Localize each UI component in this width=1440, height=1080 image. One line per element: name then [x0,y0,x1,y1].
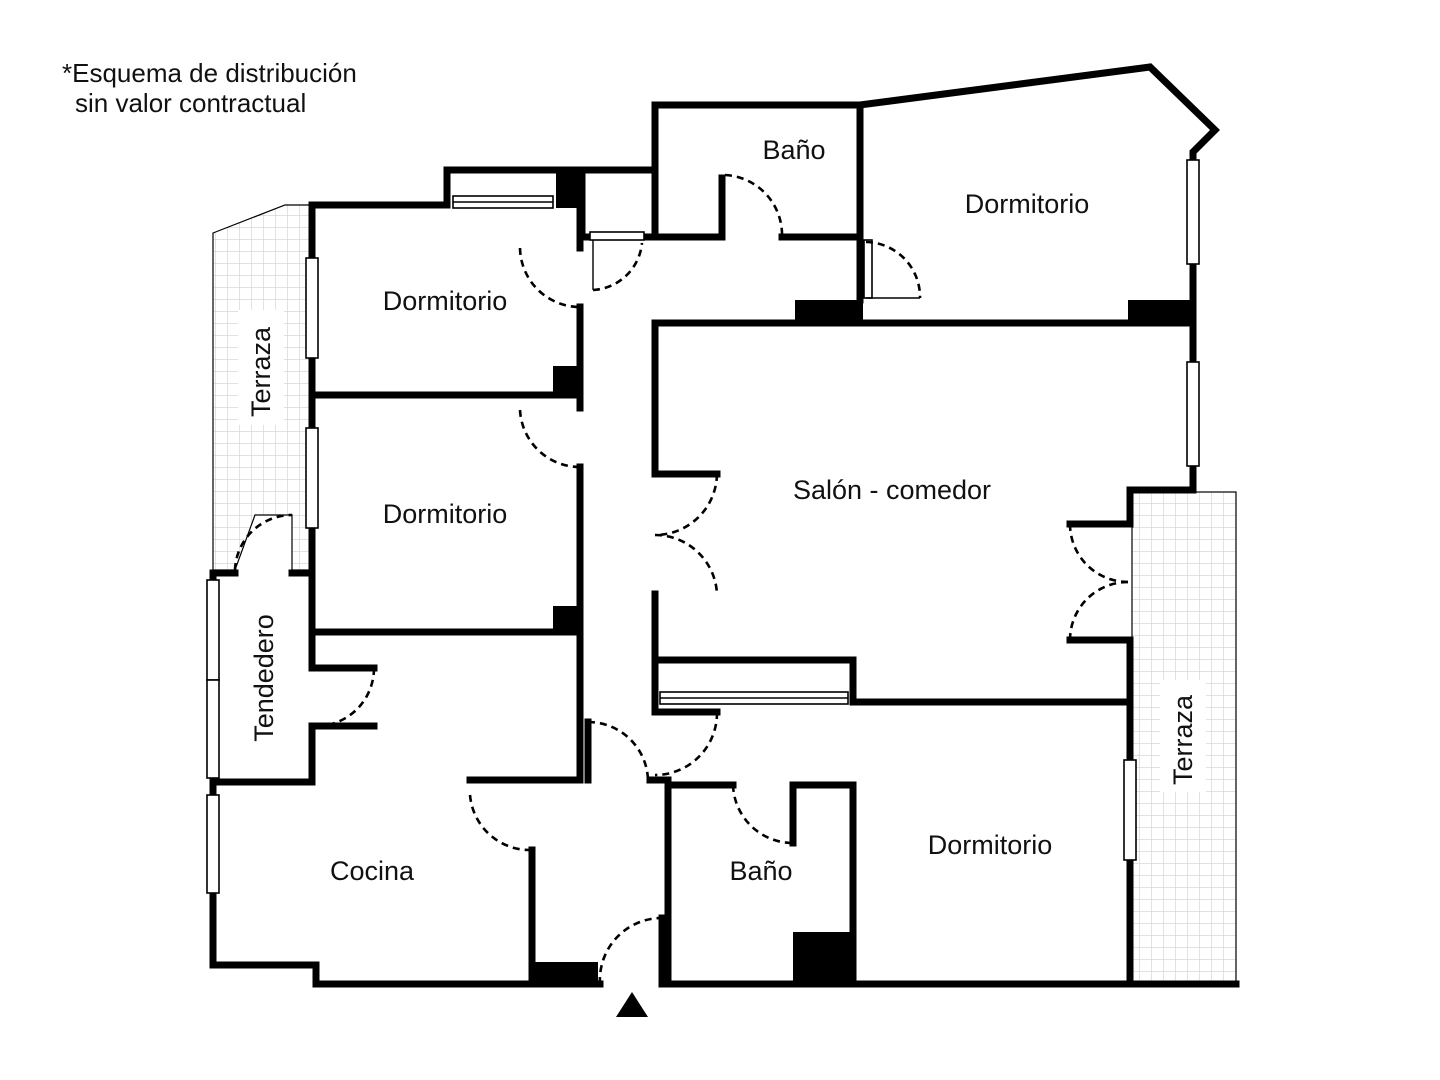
room-label-dormitorio-ne: Dormitorio [965,189,1090,219]
windows [206,159,1200,894]
room-label-dormitorio-w: Dormitorio [383,499,508,529]
room-label-bano-top: Baño [762,135,825,165]
entrance-arrow-icon [616,992,648,1017]
room-label-tendedero: Tendedero [249,614,279,742]
disclaimer-line-1: *Esquema de distribución [62,58,357,88]
terrace-west-area [212,204,311,571]
doors [233,173,1129,985]
disclaimer-note: *Esquema de distribución sin valor contr… [62,58,357,118]
room-label-dormitorio-nw: Dormitorio [383,286,508,316]
structural-columns [530,172,1193,986]
room-label-cocina: Cocina [330,856,415,886]
disclaimer-line-2: sin valor contractual [75,88,307,118]
room-label-salon-comedor: Salón - comedor [793,475,991,505]
terrace-east-area [1131,491,1237,985]
room-label-terraza-west: Terraza [246,326,276,417]
room-label-bano-bottom: Baño [729,856,792,886]
room-label-dormitorio-se: Dormitorio [928,830,1053,860]
room-label-terraza-east: Terraza [1168,694,1198,785]
room-labels: Baño Dormitorio Dormitorio Dormitorio Sa… [246,135,1198,886]
